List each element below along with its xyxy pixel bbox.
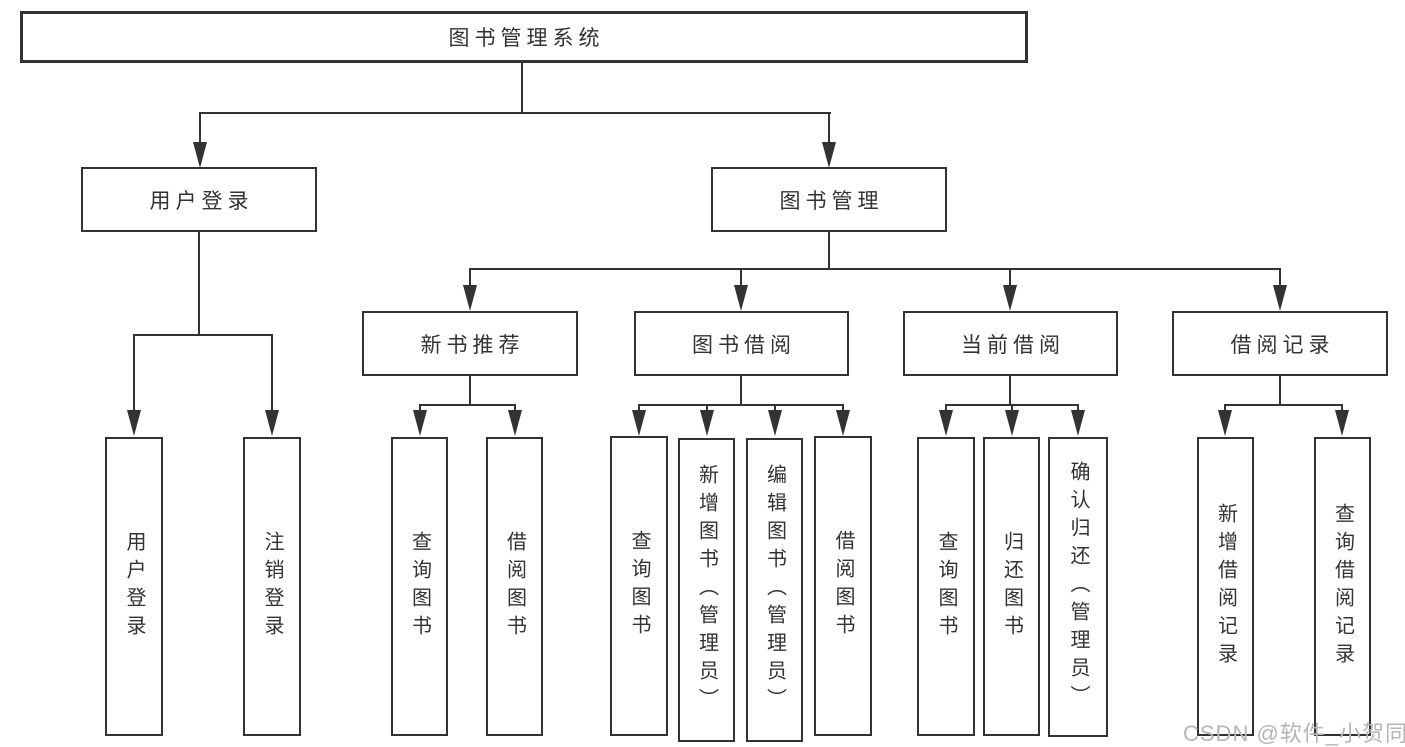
connector-line — [842, 404, 844, 412]
arrow-down-icon — [413, 410, 427, 436]
node-label: 归还图书 — [1000, 530, 1023, 643]
leaf-user-login: 用户登录 — [105, 437, 163, 736]
node-user-login: 用户登录 — [81, 167, 317, 232]
connector-line — [706, 404, 708, 412]
connector-line — [1279, 268, 1281, 288]
node-label: 图书管理 — [779, 189, 884, 213]
connector-line — [828, 232, 830, 270]
connector-line — [419, 404, 421, 412]
connector-line — [740, 376, 742, 406]
leaf-logout: 注销登录 — [243, 437, 301, 736]
node-label: 注销登录 — [261, 530, 283, 643]
arrow-down-icon — [1335, 410, 1349, 436]
node-label: 新书推荐 — [420, 333, 525, 357]
connector-line — [1224, 404, 1226, 412]
connector-line — [198, 232, 200, 336]
connector-line — [199, 112, 831, 114]
arrow-down-icon — [193, 142, 207, 168]
leaf-query-books-recommend: 查询图书 — [391, 437, 448, 736]
node-current-borrow: 当前借阅 — [903, 311, 1118, 376]
node-new-book-recommend: 新书推荐 — [362, 311, 578, 376]
connector-line — [1341, 404, 1343, 412]
node-label: 借阅记录 — [1230, 333, 1335, 357]
connector-line — [1077, 404, 1079, 412]
leaf-return-book: 归还图书 — [983, 437, 1040, 736]
connector-line — [133, 334, 135, 412]
node-label: 图书管理系统 — [448, 27, 605, 50]
node-label: 查询图书 — [628, 530, 650, 642]
leaf-confirm-return-admin: 确认归还（管理员） — [1048, 437, 1108, 737]
arrow-down-icon — [700, 410, 714, 436]
leaf-query-borrow-record: 查询借阅记录 — [1314, 437, 1371, 736]
arrow-down-icon — [768, 410, 782, 436]
csdn-watermark: CSDN @软件_小贺同学 — [1183, 721, 1405, 746]
connector-line — [945, 404, 947, 412]
leaf-add-borrow-record: 新增借阅记录 — [1197, 437, 1254, 736]
connector-line — [828, 112, 830, 144]
node-label: 当前借阅 — [961, 333, 1065, 357]
arrow-down-icon — [127, 410, 141, 436]
node-book-borrow: 图书借阅 — [634, 311, 849, 376]
node-library-system: 图书管理系统 — [20, 11, 1028, 63]
node-label: 用户登录 — [149, 189, 254, 213]
connector-line — [419, 404, 516, 406]
leaf-query-books-current: 查询图书 — [917, 437, 975, 736]
connector-line — [1009, 268, 1011, 288]
connector-line — [469, 268, 471, 288]
arrow-down-icon — [1071, 410, 1085, 436]
arrow-down-icon — [265, 410, 279, 436]
connector-line — [469, 376, 471, 406]
node-label: 编辑图书（管理员） — [763, 464, 786, 716]
node-label: 借阅图书 — [503, 530, 526, 643]
arrow-down-icon — [463, 285, 477, 311]
connector-line — [133, 334, 273, 336]
arrow-down-icon — [734, 285, 748, 311]
node-label: 用户登录 — [123, 530, 145, 643]
connector-line — [271, 334, 273, 412]
connector-line — [1011, 404, 1013, 412]
arrow-down-icon — [1005, 410, 1019, 436]
arrow-down-icon — [1003, 285, 1017, 311]
connector-line — [774, 404, 776, 412]
leaf-add-book-admin: 新增图书（管理员） — [678, 438, 735, 742]
arrow-down-icon — [632, 410, 646, 436]
arrow-down-icon — [1273, 285, 1287, 311]
arrow-down-icon — [822, 142, 836, 168]
connector-line — [1224, 404, 1343, 406]
connector-line — [1279, 376, 1281, 406]
node-borrow-records: 借阅记录 — [1172, 311, 1388, 376]
arrow-down-icon — [508, 410, 522, 436]
connector-line — [740, 268, 742, 288]
arrow-down-icon — [1218, 410, 1232, 436]
connector-line — [469, 268, 1281, 270]
node-label: 确认归还（管理员） — [1067, 461, 1089, 713]
leaf-edit-book-admin: 编辑图书（管理员） — [746, 438, 803, 742]
node-label: 查询图书 — [935, 530, 957, 643]
node-label: 查询借阅记录 — [1331, 502, 1354, 671]
leaf-query-books-borrow: 查询图书 — [610, 436, 668, 736]
leaf-borrow-books: 借阅图书 — [814, 436, 872, 736]
node-book-management: 图书管理 — [711, 167, 947, 232]
connector-line — [1009, 376, 1011, 406]
connector-line — [199, 112, 201, 144]
connector-line — [638, 404, 844, 406]
node-label: 图书借阅 — [692, 333, 796, 357]
arrow-down-icon — [939, 410, 953, 436]
node-label: 借阅图书 — [832, 530, 854, 642]
arrow-down-icon — [836, 410, 850, 436]
connector-line — [514, 404, 516, 412]
connector-line — [521, 63, 523, 114]
node-label: 新增图书（管理员） — [695, 464, 718, 716]
node-label: 新增借阅记录 — [1214, 502, 1237, 671]
node-label: 查询图书 — [408, 530, 431, 643]
leaf-borrow-books-recommend: 借阅图书 — [486, 437, 543, 736]
connector-line — [638, 404, 640, 412]
